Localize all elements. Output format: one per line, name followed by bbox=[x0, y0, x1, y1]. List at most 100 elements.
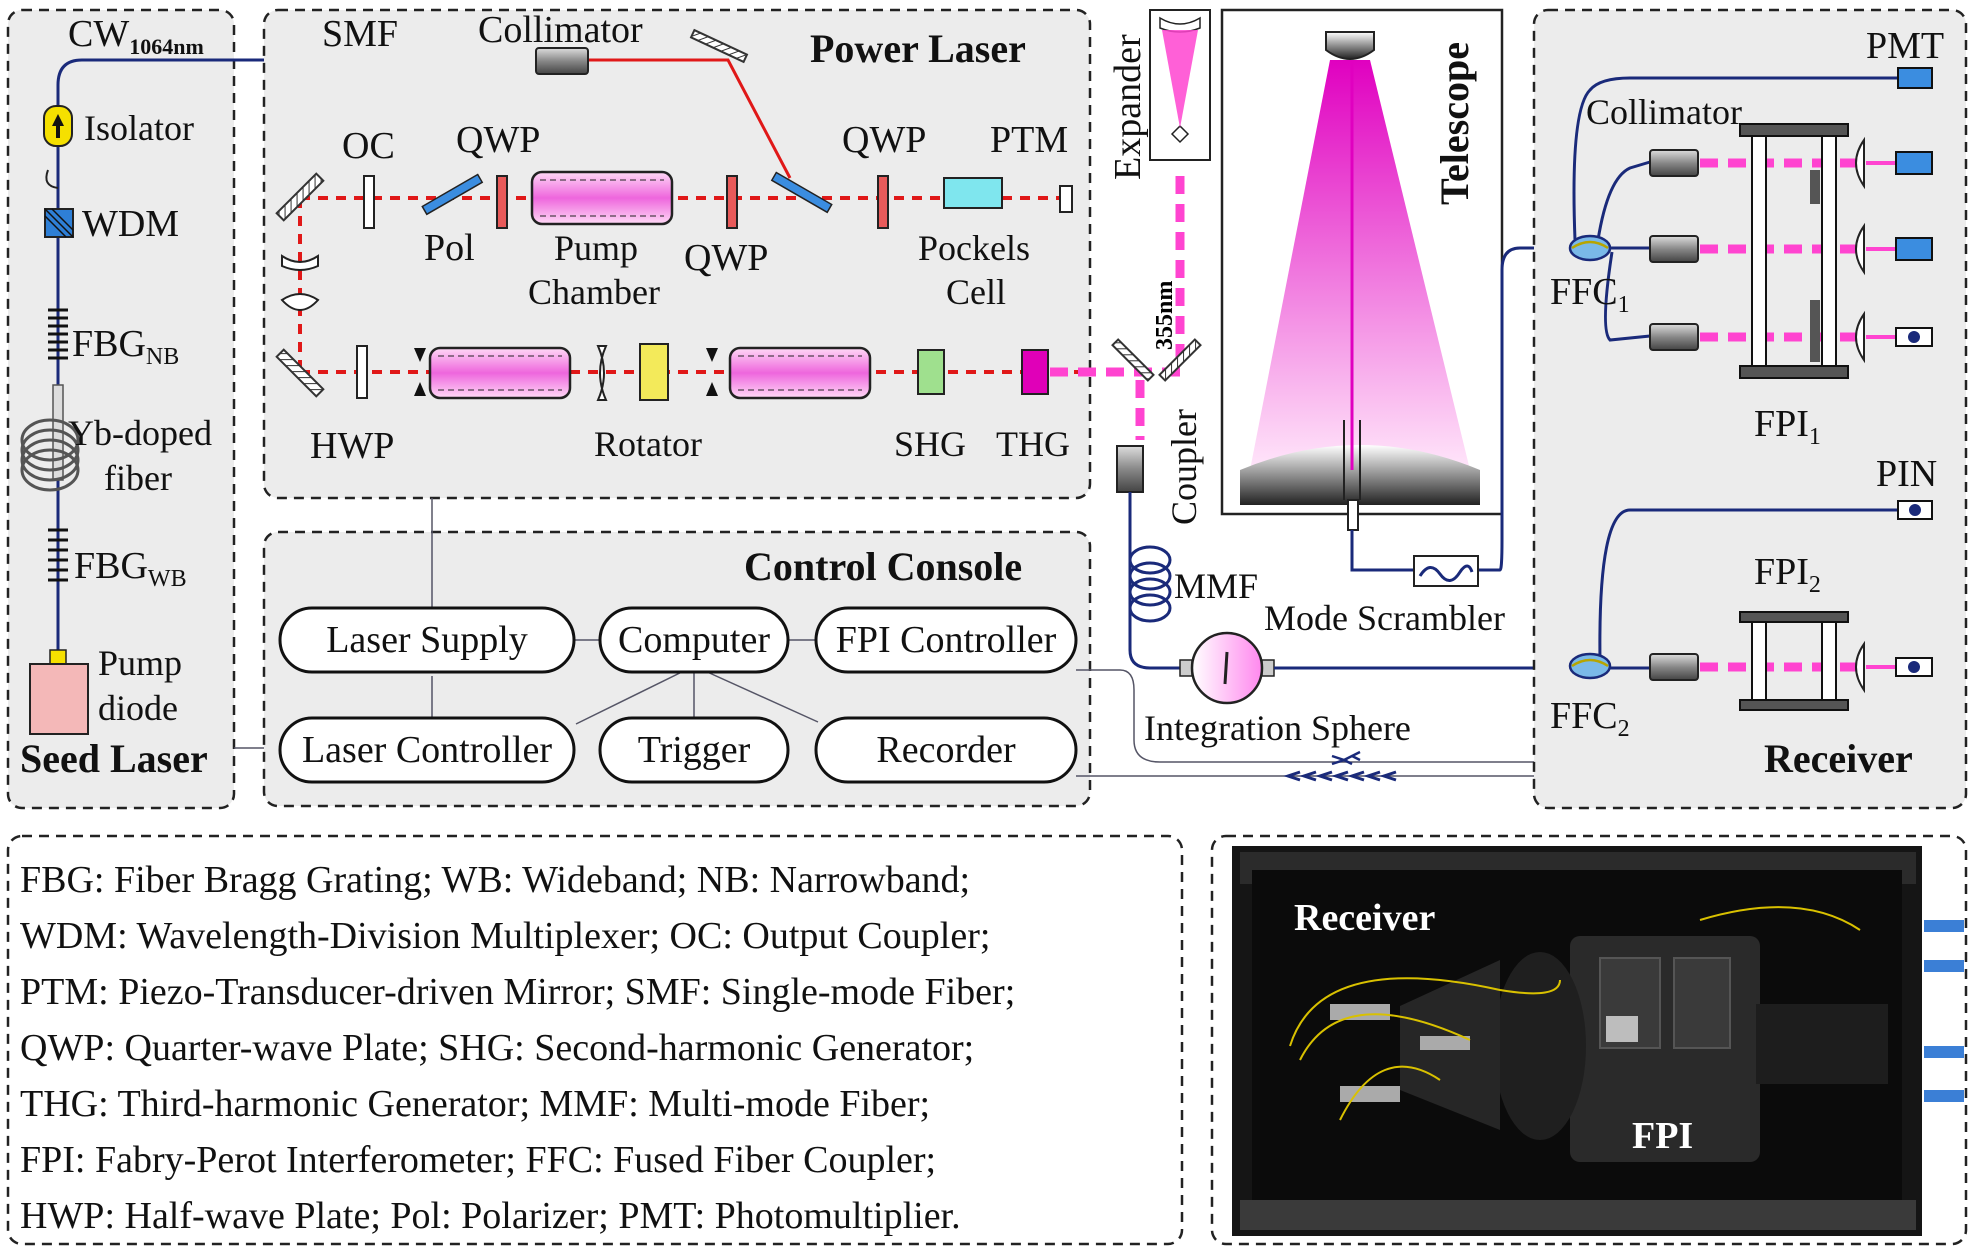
photo-receiver-label: Receiver bbox=[1294, 897, 1435, 939]
shg-label: SHG bbox=[894, 424, 966, 464]
pmt-icon-2 bbox=[1895, 237, 1933, 261]
laser-supply-label: Laser Supply bbox=[326, 619, 528, 661]
pockels-label-line2: Cell bbox=[946, 272, 1006, 312]
amplifier-rod-2-icon bbox=[728, 346, 872, 400]
control-console-panel: Laser Supply Computer FPI Controller Las… bbox=[234, 369, 1712, 808]
computer-label: Computer bbox=[618, 619, 770, 661]
signal-arrows-icon bbox=[1283, 754, 1397, 782]
yb-fiber-coil-icon bbox=[20, 384, 80, 492]
smf-label: SMF bbox=[322, 13, 398, 55]
qwp-icon bbox=[496, 175, 508, 229]
amplifier-rod-1-icon bbox=[428, 346, 572, 400]
yb-fiber-label-line2: fiber bbox=[104, 458, 172, 498]
receiver-collimator-1-icon bbox=[1649, 149, 1699, 177]
telescope-icon bbox=[1220, 8, 1504, 531]
left-lower-mirror-icon bbox=[275, 348, 325, 398]
pockels-label-line1: Pockels bbox=[918, 228, 1030, 268]
computer-box[interactable]: Computer bbox=[598, 606, 790, 674]
trigger-label: Trigger bbox=[638, 729, 751, 771]
receiver-collimator-4-icon bbox=[1649, 653, 1699, 681]
integration-sphere-icon bbox=[1179, 631, 1275, 705]
mmf-coil-icon bbox=[1128, 545, 1172, 623]
laser-controller-box[interactable]: Laser Controller bbox=[278, 716, 576, 784]
fbg-nb-label: FBGNB bbox=[72, 323, 179, 370]
seed-laser-panel: CW1064nm Isolator WDM FBGNB Yb-doped fib… bbox=[6, 8, 540, 810]
receiver-panel: PMT Collimator FFC1 FPI1 PIN FPI2 FFC2 R… bbox=[1532, 8, 1968, 810]
pump-chamber-label-line1: Pump bbox=[554, 228, 638, 268]
fbg-wb-icon bbox=[48, 528, 68, 582]
expander-icon bbox=[1149, 9, 1211, 161]
rotator-icon bbox=[639, 343, 669, 401]
pump-chamber-label-line2: Chamber bbox=[528, 272, 660, 312]
legend-line-1: FBG: Fiber Bragg Grating; WB: Wideband; … bbox=[20, 859, 970, 901]
detector-row-4 bbox=[1855, 640, 1933, 694]
coupler-mirror-2-icon bbox=[1158, 338, 1202, 382]
recorder-box[interactable]: Recorder bbox=[814, 716, 1078, 784]
receiver-collimator-3-icon bbox=[1649, 323, 1699, 351]
rotator-label: Rotator bbox=[594, 424, 702, 464]
laser-supply-box[interactable]: Laser Supply bbox=[278, 606, 576, 674]
receiver-title: Receiver bbox=[1764, 736, 1913, 781]
pump-chamber-icon bbox=[530, 170, 674, 226]
wavelength-label: 355nm bbox=[1152, 281, 1178, 350]
telescope-section: Expander Telescope 355nm Coupler MMF Mod… bbox=[1050, 8, 1575, 748]
recorder-label: Recorder bbox=[876, 729, 1016, 771]
collimator-icon bbox=[535, 47, 589, 75]
hwp-icon bbox=[356, 345, 368, 399]
photo-fpi-label: FPI bbox=[1632, 1115, 1693, 1157]
yb-fiber-label-line1: Yb-doped bbox=[68, 413, 212, 453]
pump-diode-label-line2: diode bbox=[98, 688, 178, 728]
receiver-photo-panel: Receiver FPI bbox=[1210, 834, 1968, 1246]
fpi-controller-box[interactable]: FPI Controller bbox=[814, 606, 1078, 674]
detector-row-1 bbox=[1855, 136, 1933, 190]
detector-row-3 bbox=[1855, 310, 1933, 364]
cw-1064-label: CW1064nm bbox=[68, 13, 204, 59]
ffc1-label: FFC1 bbox=[1550, 271, 1630, 318]
beam-splitter-icon bbox=[770, 171, 833, 214]
wdm-icon bbox=[44, 169, 74, 238]
qwp2-label: QWP bbox=[684, 237, 768, 279]
ffc2-icon bbox=[1568, 652, 1612, 680]
mmf-label: MMF bbox=[1174, 566, 1258, 606]
fpi1-label: FPI1 bbox=[1754, 403, 1821, 450]
oc-label: OC bbox=[342, 125, 395, 167]
ptm-label: PTM bbox=[990, 119, 1068, 161]
pmt-reference-icon bbox=[1897, 67, 1933, 89]
coupler-collimator-icon bbox=[1116, 445, 1144, 493]
pump-diode-label-line1: Pump bbox=[98, 643, 182, 683]
coupler-mirror-1-icon bbox=[1111, 338, 1155, 382]
legend-line-2: WDM: Wavelength-Division Multiplexer; OC… bbox=[20, 915, 990, 957]
oc-icon bbox=[363, 175, 375, 229]
pol-label: Pol bbox=[424, 227, 475, 269]
integration-sphere-label: Integration Sphere bbox=[1144, 708, 1411, 748]
fpi2-label: FPI2 bbox=[1754, 551, 1821, 598]
detector-row-2 bbox=[1855, 222, 1933, 276]
legend-panel: FBG: Fiber Bragg Grating; WB: Wideband; … bbox=[6, 834, 1184, 1246]
left-upper-mirror-icon bbox=[275, 172, 325, 222]
fbg-nb-icon bbox=[48, 308, 68, 360]
control-console-title: Control Console bbox=[744, 544, 1022, 589]
coupler-label: Coupler bbox=[1164, 409, 1204, 525]
power-laser-panel: SMF Collimator Power Laser OC QWP Pol Pu… bbox=[262, 8, 1092, 500]
legend-line-4: QWP: Quarter-wave Plate; SHG: Second-har… bbox=[20, 1027, 974, 1069]
qwp-icon-3 bbox=[877, 175, 889, 229]
power-laser-title: Power Laser bbox=[810, 26, 1026, 71]
pockels-cell-icon bbox=[943, 177, 1003, 209]
mirror-icon bbox=[689, 28, 749, 64]
fpi1-icon bbox=[1739, 123, 1849, 379]
polarizer-icon bbox=[421, 173, 484, 216]
legend-line-7: HWP: Half-wave Plate; Pol: Polarizer; PM… bbox=[20, 1195, 961, 1237]
qwp1-label: QWP bbox=[456, 119, 540, 161]
mode-scrambler-icon bbox=[1413, 555, 1479, 587]
trigger-box[interactable]: Trigger bbox=[598, 716, 790, 784]
ffc1-icon bbox=[1568, 234, 1612, 262]
receiver-collimator-label: Collimator bbox=[1586, 92, 1742, 132]
receiver-collimator-2-icon bbox=[1649, 235, 1699, 263]
shg-icon bbox=[917, 349, 945, 395]
qwp3-label: QWP bbox=[842, 119, 926, 161]
receiver-photo bbox=[1232, 846, 1964, 1236]
seed-laser-title: Seed Laser bbox=[20, 736, 208, 781]
laser-controller-label: Laser Controller bbox=[302, 729, 552, 771]
fpi-controller-label: FPI Controller bbox=[836, 619, 1057, 661]
